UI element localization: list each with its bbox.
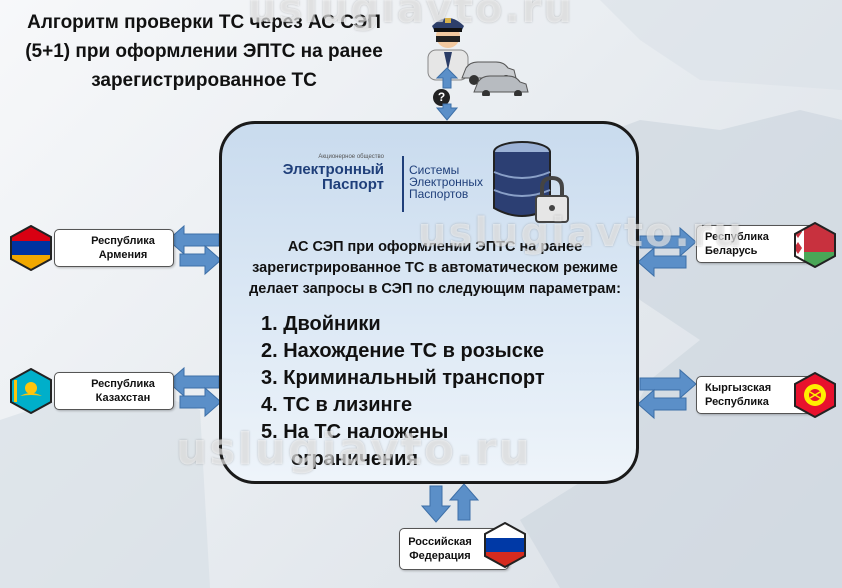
arrow-armenia-in [167,224,220,256]
check-item: 3. Криминальный транспорт [261,367,545,389]
arrow-kyrgyzstan-out [639,368,697,400]
country-kyrgyzstan-line-1: Кыргызская [705,382,772,394]
country-kazakhstan-line-2: Казахстан [95,392,151,404]
country-kazakhstan: Республика Казахстан [54,372,174,410]
arrow-kazakhstan-in [167,366,220,398]
country-belarus-line-1: Республика [705,231,769,243]
country-armenia-line-1: Республика [91,235,155,247]
country-russia-line-2: Федерация [409,550,471,562]
sep-main-panel [219,121,639,484]
inspector-with-cars-icon [427,18,529,96]
diagram-title: Алгоритм проверки ТС через АС СЭП (5+1) … [8,8,400,95]
description-line-1: АС СЭП при оформлении ЭПТС на ранее [287,239,583,255]
check-item: 4. ТС в лизинге [261,394,413,416]
title-line-3: зарегистрированное ТС [91,70,317,91]
logo-name-line-2: Паспорт [322,176,384,193]
check-item-text: 5. На ТС наложены [261,421,449,443]
title-line-2: (5+1) при оформлении ЭПТС на ранее [25,41,383,62]
logo-name-line-1: Электронный [282,161,384,178]
check-item-continuation: ограничения [291,448,419,470]
description-line-2: зарегистрированное ТС в автоматическом р… [252,260,618,276]
arrow-kyrgyzstan-in [637,388,687,420]
logo-divider [402,156,404,212]
arrow-russia-down [420,485,452,523]
country-kyrgyzstan-line-2: Республика [705,396,769,408]
check-item: 2. Нахождение ТС в розыске [261,340,544,362]
country-kazakhstan-line-1: Республика [91,378,155,390]
logo-system-line-1: Системы [409,163,460,177]
russia-flag-icon [484,522,526,568]
database-lock-icon [493,141,569,223]
arrow-russia-up [448,483,480,521]
logo-system-line-3: Паспортов [409,187,469,201]
kyrgyzstan-flag-icon [794,372,836,418]
belarus-flag-icon [794,222,836,268]
description-line-3: делает запросы в СЭП по следующим параме… [249,281,621,297]
arrow-inspector-down [435,67,459,89]
arrow-belarus-out [639,226,697,258]
logo-system-name: Системы Электронных Паспортов [409,164,483,200]
country-armenia: Республика Армения [54,229,174,267]
title-line-1: Алгоритм проверки ТС через АС СЭП [27,12,381,33]
country-belarus-line-2: Беларусь [705,245,758,257]
arrow-kazakhstan-out [179,386,222,418]
armenia-flag-icon [10,225,52,271]
question-icon: ? [433,89,450,106]
arrow-armenia-out [179,244,222,276]
check-item: 5. На ТС наложены ограничения [261,419,545,473]
check-parameters-list: 1. Двойники 2. Нахождение ТС в розыске 3… [261,311,545,473]
kazakhstan-flag-icon [10,368,52,414]
logo-system-line-2: Электронных [409,175,484,189]
sep-description: АС СЭП при оформлении ЭПТС на ранее заре… [236,237,634,300]
arrow-belarus-in [637,246,687,278]
check-item: 1. Двойники [261,313,381,335]
logo-company-type: Акционерное общество [318,154,384,160]
electronic-passport-logo: Акционерное общество Электронный Паспорт… [283,154,492,214]
country-armenia-line-2: Армения [98,249,148,261]
arrow-inspector-up [435,103,459,121]
country-russia-line-1: Российская [408,536,472,548]
logo-name: Электронный Паспорт [283,162,384,192]
